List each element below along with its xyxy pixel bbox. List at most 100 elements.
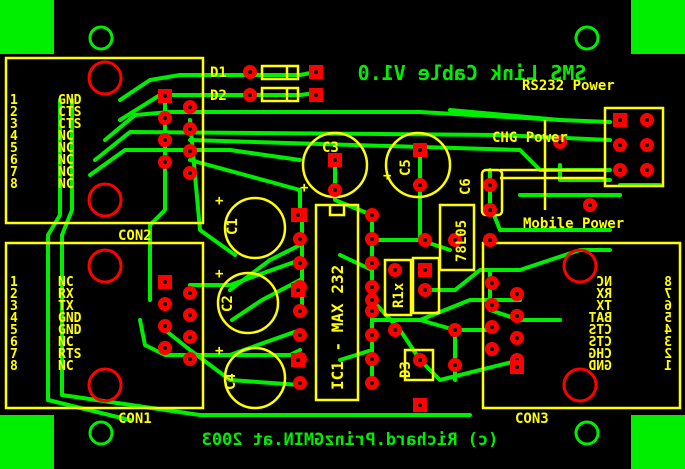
reg-pad-1 bbox=[418, 233, 432, 247]
rs232-power-label: RS232 Power bbox=[522, 78, 615, 94]
connector-holes bbox=[87, 60, 598, 403]
con2-pin-signal: CTS bbox=[58, 105, 82, 120]
con1-pin-signal: GND bbox=[58, 323, 82, 338]
con2-pad-b3 bbox=[183, 166, 197, 180]
con2-pin-signal: NC bbox=[58, 177, 74, 192]
ic1-pad-right-2 bbox=[365, 256, 379, 270]
d3-outline bbox=[403, 348, 435, 382]
copyright-text: (c) Richard.PrinzGMIN.at 2003 bbox=[202, 430, 499, 450]
ic1-pad-right-0 bbox=[365, 208, 379, 222]
d3-pad-3 bbox=[448, 358, 462, 372]
con2-outline bbox=[4, 56, 205, 225]
con3-pin-num: 1 bbox=[664, 359, 672, 374]
pwr-jumper-pad-b2 bbox=[640, 163, 654, 177]
con2-hole-bottom bbox=[87, 182, 123, 218]
ic1-pad-right-6 bbox=[365, 352, 379, 366]
con3-pin-num: 6 bbox=[664, 299, 672, 314]
ic1-pad-right-7 bbox=[365, 376, 379, 390]
c4-label: C4 bbox=[223, 373, 239, 390]
con1-pin-num: 1 bbox=[10, 275, 18, 290]
con1-pad-a2 bbox=[158, 319, 172, 333]
c3-pad-2 bbox=[328, 183, 342, 197]
con2-pad-a1 bbox=[158, 111, 172, 125]
con1-pin-signal: TX bbox=[58, 299, 74, 314]
ic1-pad-left-2 bbox=[293, 256, 307, 270]
d3-pad-2 bbox=[413, 398, 427, 412]
con3-pin-signal: RX bbox=[596, 287, 612, 302]
con1-pin-num: 2 bbox=[10, 287, 18, 302]
c2-label: C2 bbox=[220, 295, 236, 312]
c2-pad-1 bbox=[291, 283, 305, 297]
con2-pad-a0 bbox=[158, 89, 172, 103]
con3-pin-signal: BAT bbox=[588, 311, 612, 326]
con3-pin-num: 8 bbox=[664, 275, 672, 290]
c6-label: C6 bbox=[458, 178, 474, 195]
d2-pad-2 bbox=[309, 88, 323, 102]
pwr-jumper-pad-b1 bbox=[640, 138, 654, 152]
d1-pad-1 bbox=[243, 65, 257, 79]
c2-outline bbox=[216, 271, 280, 335]
d3-pad-1 bbox=[413, 353, 427, 367]
power-jumper-outline bbox=[603, 106, 665, 188]
d1-outline bbox=[260, 64, 300, 81]
via-1 bbox=[365, 293, 379, 307]
con1-pin-num: 6 bbox=[10, 335, 18, 350]
ic1-pad-left-1 bbox=[293, 232, 307, 246]
r1-label: R1x bbox=[391, 282, 407, 308]
con2-label: CON2 bbox=[118, 228, 152, 244]
jp-pad-3 bbox=[448, 323, 462, 337]
con1-hole-top bbox=[87, 248, 123, 284]
con3-pad-a2 bbox=[510, 331, 524, 345]
r1-pad-1 bbox=[388, 263, 402, 277]
con2-pin-num: 7 bbox=[10, 165, 18, 180]
con2-pin-signal: NC bbox=[58, 129, 74, 144]
con1-pin-signal: GND bbox=[58, 311, 82, 326]
con3-pad-b3 bbox=[485, 342, 499, 356]
con3-pad-b2 bbox=[485, 320, 499, 334]
con3-pin-num: 2 bbox=[664, 347, 672, 362]
con1-hole-bottom bbox=[87, 367, 123, 403]
plus-c4: + bbox=[215, 343, 223, 359]
con2-pad-a2 bbox=[158, 133, 172, 147]
reg-outline bbox=[438, 203, 476, 272]
con2-pad-b1 bbox=[183, 122, 197, 136]
plus-c5: + bbox=[383, 168, 391, 184]
con1-pin-signal: NC bbox=[58, 275, 74, 290]
silkscreen bbox=[4, 56, 682, 410]
ic1-pad-left-5 bbox=[293, 328, 307, 342]
con3-hole-bottom bbox=[562, 367, 598, 403]
mounting-hole-bl bbox=[88, 420, 114, 446]
mobile-power-label: Mobile Power bbox=[523, 216, 624, 232]
c1-label: C1 bbox=[225, 218, 241, 235]
con2-pin-signal: NC bbox=[58, 165, 74, 180]
pwr-jumper-pad-a0 bbox=[613, 113, 627, 127]
con3-pin-num: 3 bbox=[664, 335, 672, 350]
con1-pad-a3 bbox=[158, 341, 172, 355]
plus-c3: + bbox=[300, 180, 308, 196]
con1-pad-b2 bbox=[183, 330, 197, 344]
ic1-notch bbox=[328, 205, 346, 217]
r1-outline bbox=[383, 258, 413, 317]
con1-pin-signal: NC bbox=[58, 359, 74, 374]
con1-pad-a1 bbox=[158, 297, 172, 311]
ic1-pad-right-3 bbox=[365, 280, 379, 294]
d1-pad-2 bbox=[309, 65, 323, 79]
ic1-outline bbox=[314, 203, 360, 402]
con2-pin-signal: NC bbox=[58, 141, 74, 156]
reg-pad-3 bbox=[483, 233, 497, 247]
con1-pin-num: 7 bbox=[10, 347, 18, 362]
c5-pad-1 bbox=[413, 143, 427, 157]
con3-pin-num: 5 bbox=[664, 311, 672, 326]
con3-pin-signal: GND bbox=[588, 359, 612, 374]
mounting-hole-tl bbox=[88, 25, 114, 51]
con1-pad-a0 bbox=[158, 275, 172, 289]
con2-pin-num: 3 bbox=[10, 117, 18, 132]
con2-pin-signal: GND bbox=[58, 93, 82, 108]
con2-pin-signal: NC bbox=[58, 153, 74, 168]
con2-pad-b0 bbox=[183, 100, 197, 114]
con2-pad-b2 bbox=[183, 144, 197, 158]
mobile-pad bbox=[583, 198, 597, 212]
ic1-pad-right-4 bbox=[365, 304, 379, 318]
